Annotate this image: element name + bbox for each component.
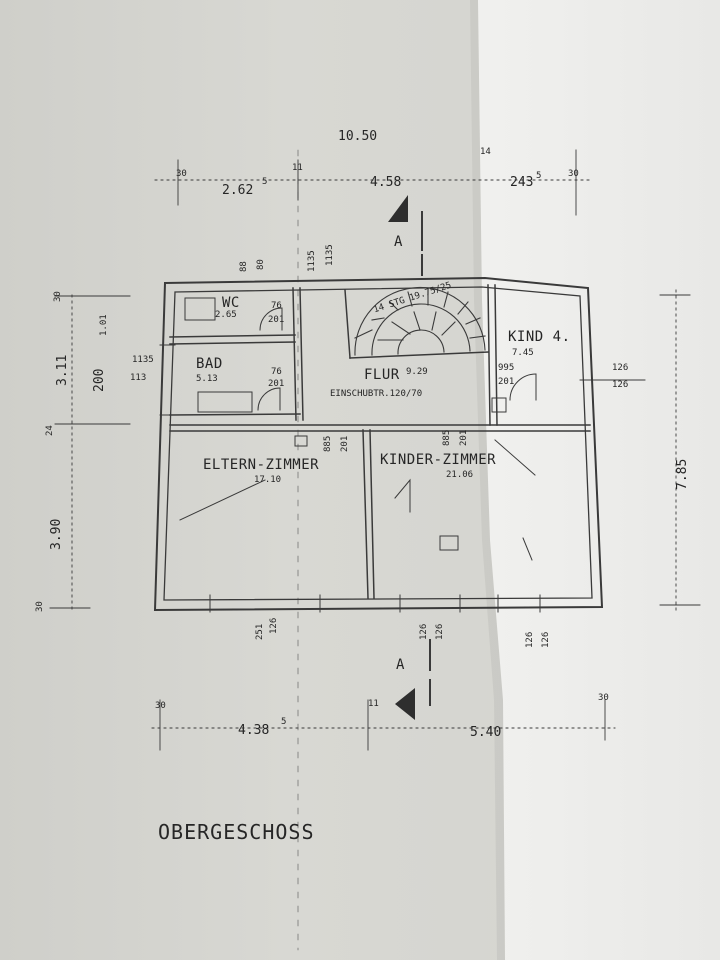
room-eltern-area: 17.10 bbox=[254, 475, 282, 485]
dim-left-200: 200 bbox=[92, 368, 107, 392]
room-eltern-label: ELTERN-ZIMMER bbox=[203, 457, 320, 473]
room-flur-area: 9.29 bbox=[406, 367, 428, 377]
dim-left-30b: 30 bbox=[35, 601, 45, 612]
dim-126-d: 126 bbox=[525, 631, 535, 648]
room-kinder-label: KINDER-ZIMMER bbox=[380, 452, 497, 468]
dim-thick-right: 30 bbox=[568, 169, 579, 179]
dim-top-left: 2.62 bbox=[222, 183, 254, 198]
dim-126-a: 126 bbox=[269, 617, 279, 634]
dim-bottom-30-right: 30 bbox=[598, 693, 609, 703]
section-a-top: A bbox=[394, 234, 403, 250]
dim-left-3-11: 3.11 bbox=[55, 354, 70, 386]
window-marks bbox=[159, 344, 541, 613]
dim-885: 885 bbox=[323, 435, 333, 452]
dim-left-113: 113 bbox=[130, 373, 147, 383]
dim-bottom-11: 11 bbox=[368, 699, 379, 709]
einschub-label: EINSCHUBTR.120/70 bbox=[330, 389, 423, 399]
dim-left-30: 30 bbox=[53, 291, 63, 302]
spiral-staircase bbox=[354, 286, 486, 356]
dim-thick-mid: 11 bbox=[292, 163, 303, 173]
dim-top-left-sup: 5 bbox=[262, 177, 268, 187]
dim-top-total: 10.50 bbox=[338, 129, 378, 144]
plan-title: OBERGESCHOSS bbox=[158, 820, 315, 844]
dim-bad-76: 76 bbox=[271, 367, 282, 377]
dim-left-1-01: 1.01 bbox=[99, 314, 109, 336]
dim-bottom-right: 5.40 bbox=[470, 725, 502, 740]
dim-thick-right2: 14 bbox=[480, 147, 491, 157]
room-wc-label: WC bbox=[222, 295, 240, 311]
dim-251: 251 bbox=[255, 623, 265, 640]
dim-left-1135: 1135 bbox=[132, 355, 154, 365]
dim-wc-201: 201 bbox=[268, 315, 285, 325]
room-bad-label: BAD bbox=[196, 356, 223, 372]
dim-wc-76: 76 bbox=[271, 301, 282, 311]
dim-bottom-left: 4.38 bbox=[238, 723, 270, 738]
section-marker-bottom bbox=[395, 639, 431, 720]
dim-kind-201: 201 bbox=[498, 377, 515, 387]
dimension-lines bbox=[49, 149, 701, 951]
doors-fixtures bbox=[179, 297, 537, 561]
dim-top-right: 243 bbox=[510, 175, 534, 190]
dim-bottom-left-sup: 5 bbox=[281, 717, 287, 727]
dim-top-mid: 4.58 bbox=[370, 175, 402, 190]
dim-201-b: 201 bbox=[459, 429, 469, 446]
dim-right-126b: 126 bbox=[612, 380, 629, 390]
dim-126-b: 126 bbox=[419, 623, 429, 640]
section-a-bottom: A bbox=[396, 657, 405, 673]
dim-left-24: 24 bbox=[45, 425, 55, 436]
dim-885-b: 885 bbox=[442, 429, 452, 446]
dim-88: 88 bbox=[239, 261, 249, 272]
room-wc-area: 2.65 bbox=[215, 310, 237, 320]
room-flur-label: FLUR bbox=[364, 367, 400, 383]
dim-left-3-90: 3.90 bbox=[49, 518, 64, 550]
dim-126-c: 126 bbox=[435, 623, 445, 640]
dim-80: 80 bbox=[256, 259, 266, 270]
dim-bad-201: 201 bbox=[268, 379, 285, 389]
dim-top-right-sup: 5 bbox=[536, 171, 542, 181]
room-kinder-area: 21.06 bbox=[446, 470, 474, 480]
dim-201-a: 201 bbox=[340, 435, 350, 452]
dim-126-e: 126 bbox=[541, 631, 551, 648]
section-marker-top bbox=[388, 195, 423, 276]
dim-1135: 1135 bbox=[307, 250, 317, 272]
dim-bottom-30-left: 30 bbox=[155, 701, 166, 711]
interior-walls bbox=[169, 284, 591, 599]
dim-thick-left: 30 bbox=[176, 169, 187, 179]
dim-right-7-85: 7.85 bbox=[675, 458, 690, 490]
room-kind-area: 7.45 bbox=[512, 348, 534, 358]
dim-1135b: 1135 bbox=[325, 244, 335, 266]
room-kind-label: KIND 4. bbox=[508, 329, 571, 345]
dim-right-126: 126 bbox=[612, 363, 629, 373]
room-bad-area: 5.13 bbox=[196, 374, 218, 384]
dim-kind-995: 995 bbox=[498, 363, 515, 373]
